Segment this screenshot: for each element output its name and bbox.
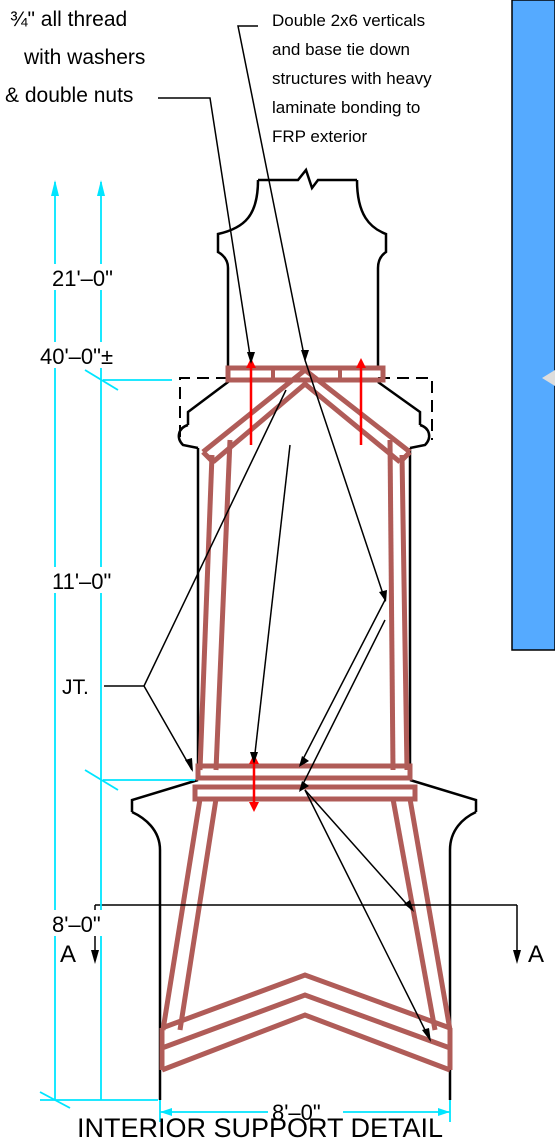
dim-middle-height: 11'–0" (52, 569, 111, 594)
structure-outline (130, 167, 478, 1100)
leader-arrowheads (91, 350, 521, 1042)
verticals-note-line5: FRP exterior (272, 127, 367, 146)
verticals-note-line3: structures with heavy (272, 69, 432, 88)
blue-panel (511, 0, 555, 651)
dim-upper-height: 21'–0" (52, 266, 113, 291)
verticals-note-line2: and base tie down (272, 40, 410, 59)
thread-note-line3: & double nuts (5, 84, 133, 107)
dashed-outline (179, 377, 433, 440)
thread-note-line1: ¾" all thread (10, 8, 127, 31)
section-mark-left: A (60, 941, 76, 968)
thread-note-line2: with washers (23, 46, 145, 69)
verticals-note-line1: Double 2x6 verticals (272, 11, 425, 30)
joint-label: JT. (62, 676, 89, 699)
dimension-arrowheads (51, 180, 450, 1116)
dim-base-width: 8'–0" (272, 1100, 321, 1125)
all-thread-rods (246, 358, 366, 812)
verticals-note-line4: laminate bonding to (272, 98, 420, 117)
dim-lower-height: 8'–0" (52, 912, 101, 937)
leader-lines (94, 25, 518, 1041)
dim-overall-height: 40'–0"± (40, 344, 113, 369)
section-mark-right: A (528, 941, 544, 968)
dimension-lines (39, 182, 451, 1122)
frame-members (159, 365, 453, 1073)
drawing-title: INTERIOR SUPPORT DETAIL (77, 1113, 443, 1139)
panel-arrow-icon (542, 370, 555, 386)
